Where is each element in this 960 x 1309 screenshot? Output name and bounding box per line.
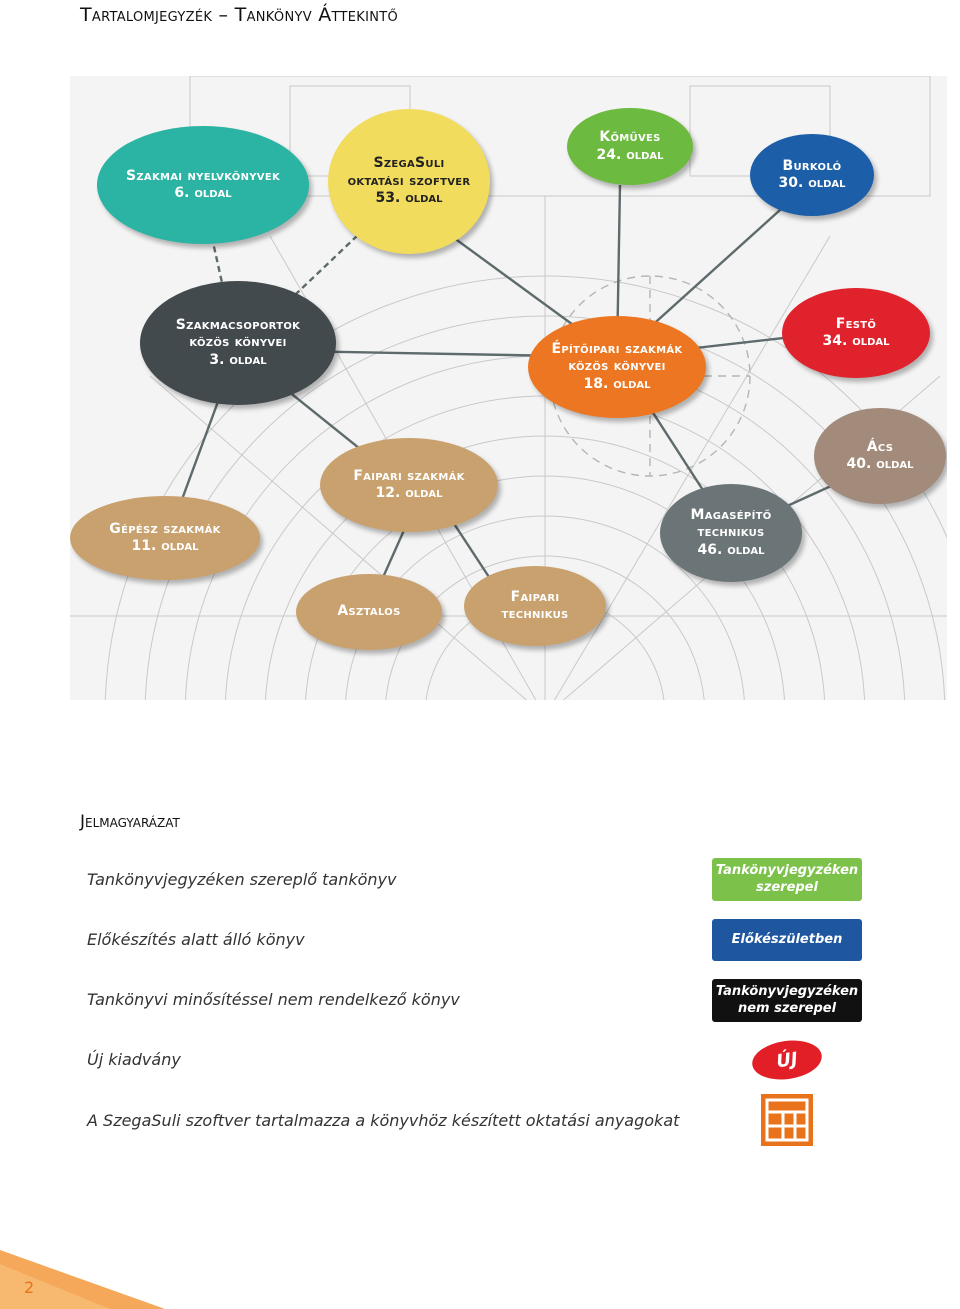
node-page: 24. oldal <box>596 146 664 163</box>
node-title: Építőipari szakmák <box>551 340 683 357</box>
page-number: 2 <box>24 1278 35 1297</box>
node-festo[interactable]: Festő 34. oldal <box>782 288 930 378</box>
node-subtitle: technikus <box>697 524 765 541</box>
node-page: 46. oldal <box>697 541 765 558</box>
node-title: Festő <box>835 315 877 332</box>
node-title: Gépész szakmák <box>109 520 221 537</box>
badge-listed: Tankönyvjegyzéken szerepel <box>712 858 862 901</box>
node-page: 53. oldal <box>375 190 443 207</box>
legend-title: Jelmagyarázat <box>80 812 180 832</box>
badge-preparation: Előkészületben <box>712 919 862 961</box>
page-title: Tartalomjegyzék – Tankönyv Áttekintő <box>80 4 399 26</box>
page-corner-decoration <box>0 1250 165 1309</box>
node-subtitle: közös könyvei <box>568 358 666 375</box>
node-page: 34. oldal <box>822 333 890 349</box>
node-szakmacsoportok[interactable]: Szakmacsoportok közös könyvei 3. oldal <box>140 281 336 405</box>
node-title: Kőműves <box>599 129 661 145</box>
node-title: Burkoló <box>782 157 842 174</box>
node-faipari-technikus[interactable]: Faipari technikus <box>464 566 606 646</box>
node-komuves[interactable]: Kőműves 24. oldal <box>567 108 693 185</box>
node-page: 12. oldal <box>375 485 443 501</box>
node-page: 11. oldal <box>131 538 199 554</box>
node-szakmai-nyelvkonyvek[interactable]: Szakmai nyelvkönyvek 6. oldal <box>97 126 309 244</box>
node-epitoipari[interactable]: Építőipari szakmák közös könyvei 18. old… <box>528 316 706 418</box>
node-title: Faipari szakmák <box>353 467 465 484</box>
node-title: Faipari <box>510 588 560 605</box>
node-page: 40. oldal <box>846 456 914 472</box>
new-badge-icon: ÚJ <box>749 1036 825 1084</box>
node-title: Ács <box>866 438 894 455</box>
node-acs[interactable]: Ács 40. oldal <box>814 408 946 504</box>
node-title: Asztalos <box>337 603 401 620</box>
node-title: Magasépítő <box>690 506 772 523</box>
node-subtitle: technikus <box>501 606 569 622</box>
node-page: 18. oldal <box>583 375 651 392</box>
node-magasepito[interactable]: Magasépítő technikus 46. oldal <box>660 484 802 582</box>
node-faipari-szakmak[interactable]: Faipari szakmák 12. oldal <box>320 438 498 532</box>
node-page: 3. oldal <box>209 351 267 368</box>
node-title: Szakmai nyelvkönyvek <box>125 167 280 184</box>
node-title: SzegaSuli <box>373 155 445 172</box>
node-asztalos[interactable]: Asztalos <box>296 574 442 650</box>
diagram-area: Szakmai nyelvkönyvek 6. oldal SzegaSuli … <box>70 76 947 700</box>
node-subtitle: közös könyvei <box>189 334 287 351</box>
badge-not-listed: Tankönyvjegyzéken nem szerepel <box>712 979 862 1022</box>
node-subtitle: oktatási szoftver <box>347 172 471 189</box>
node-page: 6. oldal <box>174 185 232 201</box>
node-gepesz[interactable]: Gépész szakmák 11. oldal <box>70 496 260 580</box>
legend-text-notlisted: Tankönyvi minősítéssel nem rendelkező kö… <box>87 990 460 1009</box>
legend-text-software: A SzegaSuli szoftver tartalmazza a könyv… <box>87 1111 680 1130</box>
node-burkolo[interactable]: Burkoló 30. oldal <box>750 134 874 216</box>
legend-text-prep: Előkészítés alatt álló könyv <box>87 930 305 949</box>
node-szegasuli[interactable]: SzegaSuli oktatási szoftver 53. oldal <box>328 109 490 254</box>
node-page: 30. oldal <box>778 175 846 191</box>
software-grid-icon <box>761 1094 813 1146</box>
legend-text-new: Új kiadvány <box>87 1050 181 1069</box>
legend-text-listed: Tankönyvjegyzéken szereplő tankönyv <box>87 870 397 889</box>
node-title: Szakmacsoportok <box>175 316 301 333</box>
